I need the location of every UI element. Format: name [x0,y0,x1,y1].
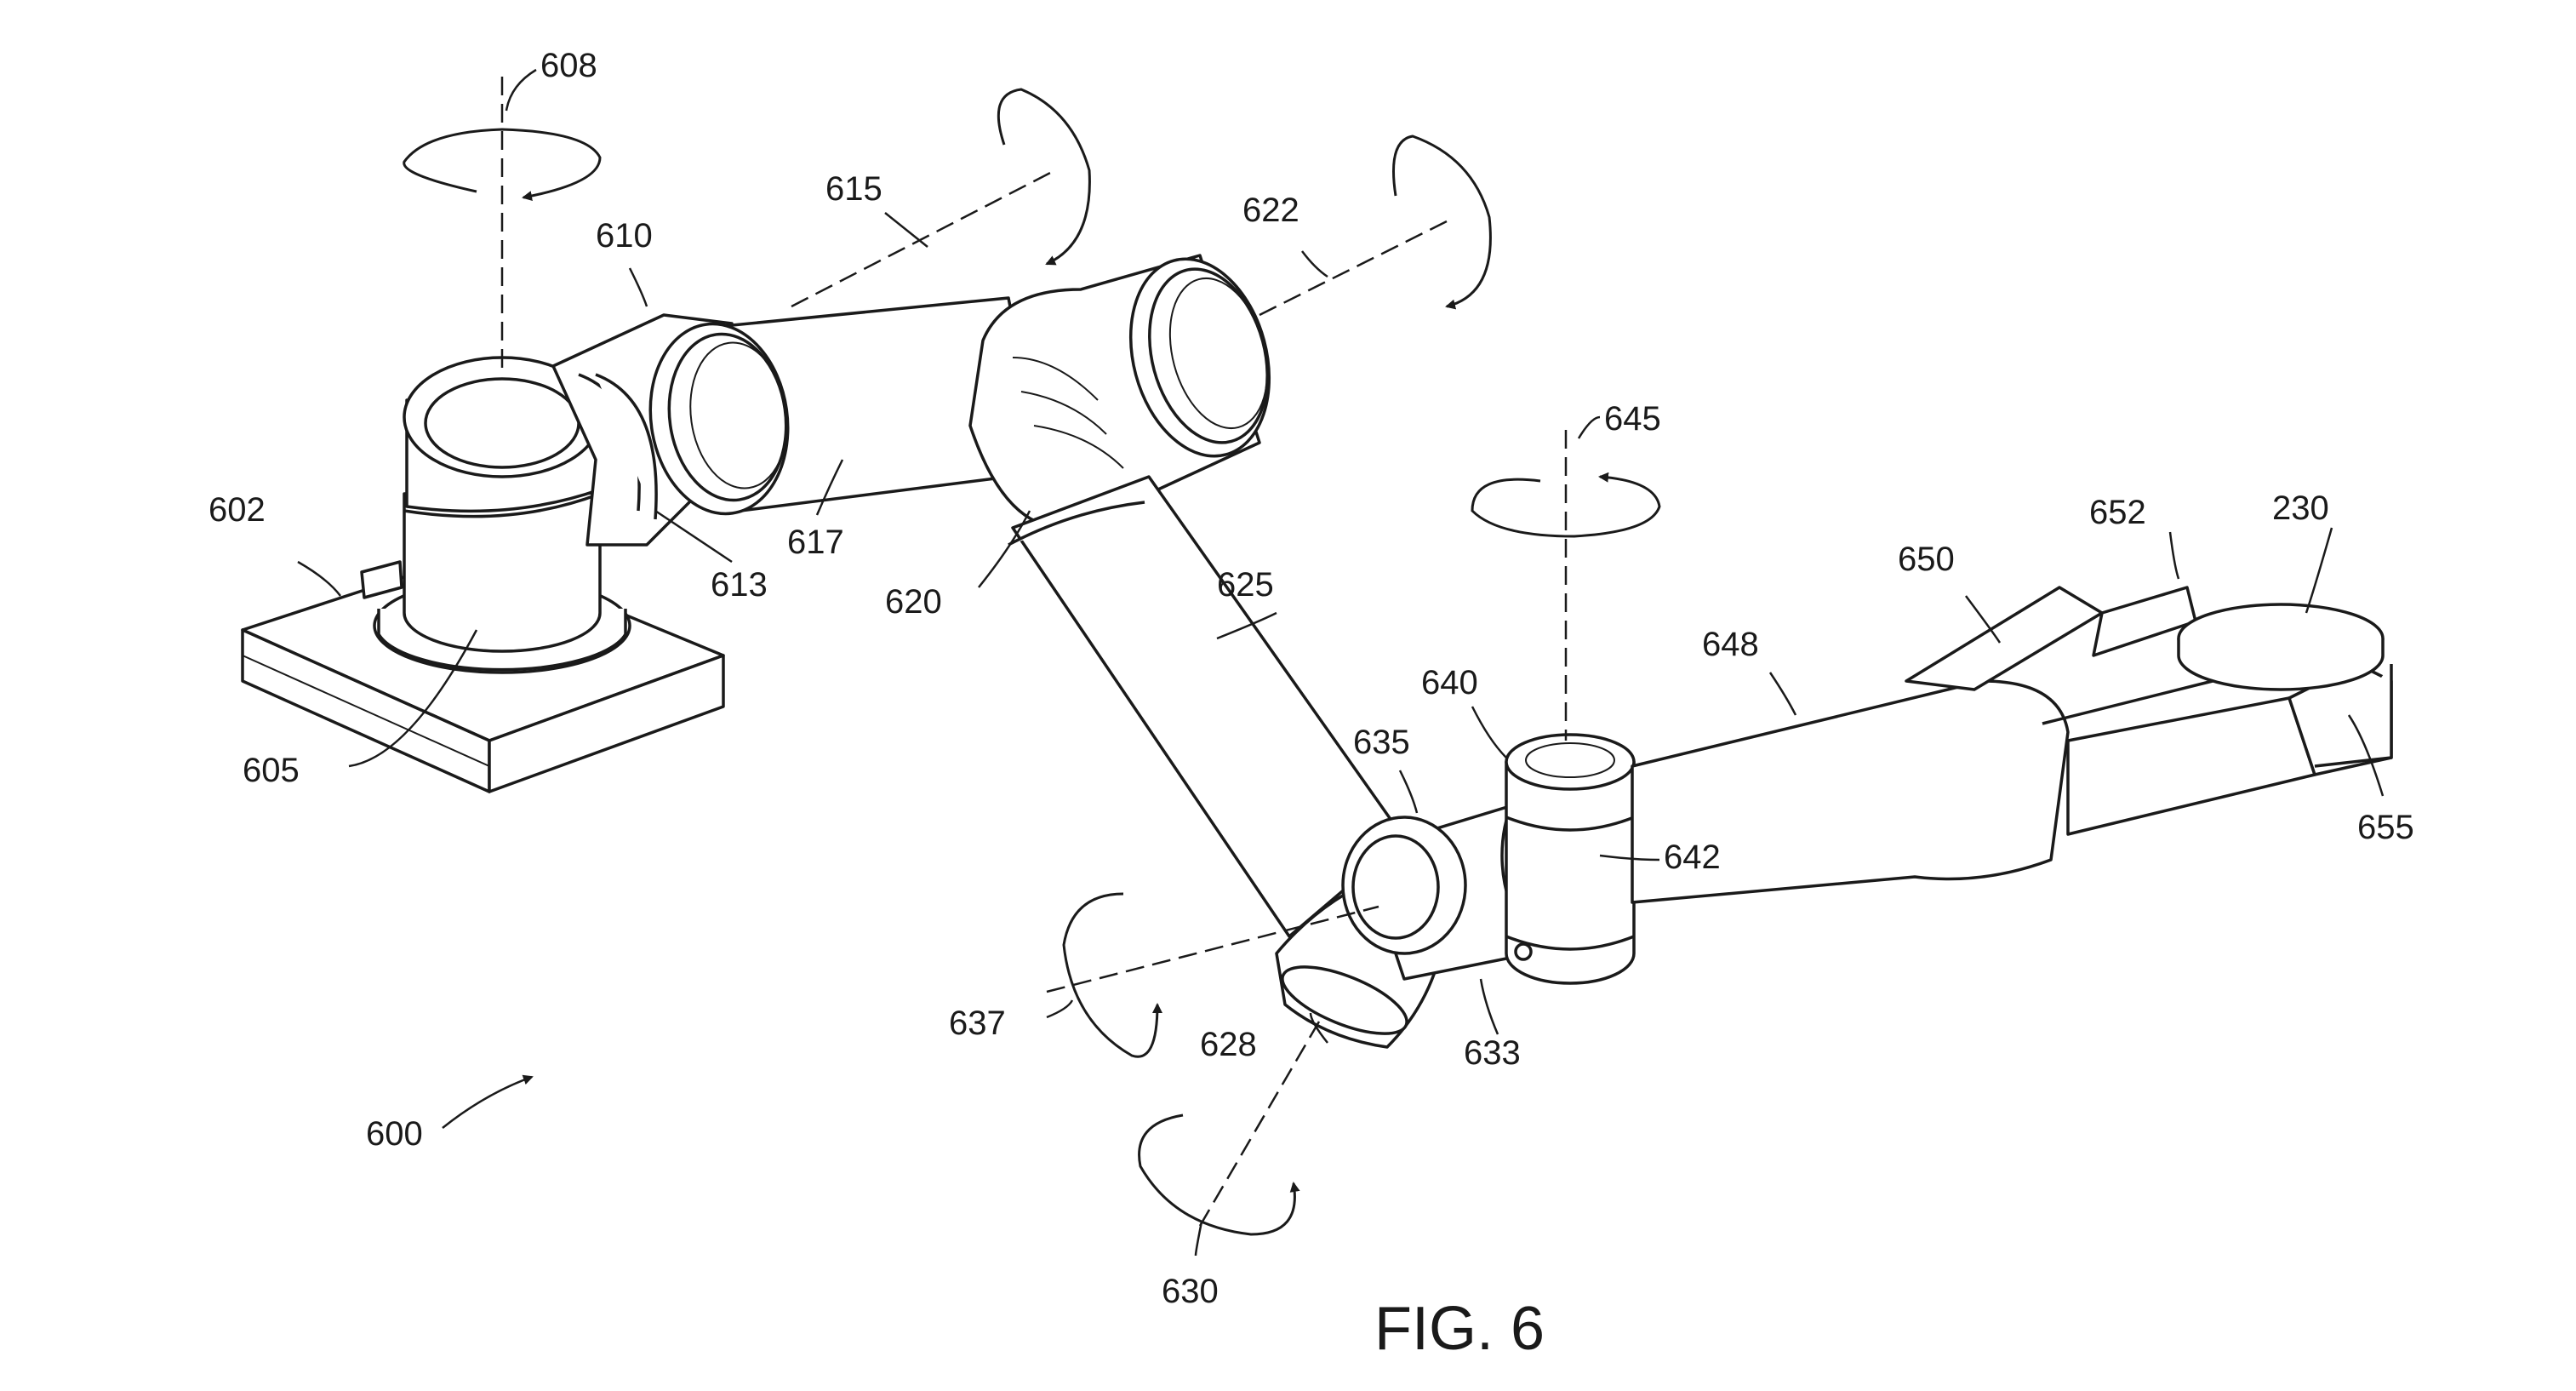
ref-642: 642 [1664,839,1721,876]
ref-633: 633 [1464,1034,1521,1072]
rotation-arrow-630 [1138,1113,1300,1236]
figure-arrow-600 [442,1074,534,1129]
ref-637: 637 [949,1005,1006,1042]
rotation-axes [500,77,1568,1227]
ref-613: 613 [711,566,768,604]
rotation-arrow-622 [1392,135,1492,310]
axis-615 [791,169,1056,308]
ref-605: 605 [243,752,300,789]
ref-610: 610 [596,217,653,255]
leader-lines [297,68,2385,1256]
ref-628: 628 [1200,1026,1257,1063]
ref-615: 615 [825,170,882,208]
ref-645: 645 [1604,400,1661,438]
ref-652: 652 [2089,494,2146,531]
ref-600: 600 [366,1115,423,1153]
rotation-arrow-608 [403,128,602,202]
ref-617: 617 [787,524,844,561]
axis-630 [1198,1021,1321,1227]
axis-622 [1259,220,1448,317]
end-effector [1631,586,2393,904]
ref-230: 230 [2272,489,2329,527]
reference-numerals: 608 602 605 610 613 615 617 620 622 625 … [208,47,2414,1310]
ref-630: 630 [1162,1273,1219,1310]
ref-648: 648 [1702,626,1759,663]
ref-650: 650 [1898,541,1955,578]
elbow-joint [968,254,1271,529]
rotation-arrow-615 [997,88,1091,266]
ref-655: 655 [2357,809,2414,846]
rotation-arrow-637 [1062,892,1162,1058]
ref-635: 635 [1353,724,1410,761]
wrist-rotation-joint [1505,733,1636,985]
ref-640: 640 [1421,664,1478,701]
ref-622: 622 [1242,192,1299,229]
rotation-arrow-645 [1471,472,1661,538]
ref-625: 625 [1217,566,1274,604]
ref-620: 620 [885,583,942,621]
base-joint [373,356,631,674]
rotation-arrows [403,88,1661,1236]
upper-arm [648,296,1044,516]
figure-caption: FIG. 6 [1374,1295,1545,1363]
ref-608: 608 [540,47,597,84]
axis-637 [1046,905,1379,993]
ref-602: 602 [208,491,266,529]
